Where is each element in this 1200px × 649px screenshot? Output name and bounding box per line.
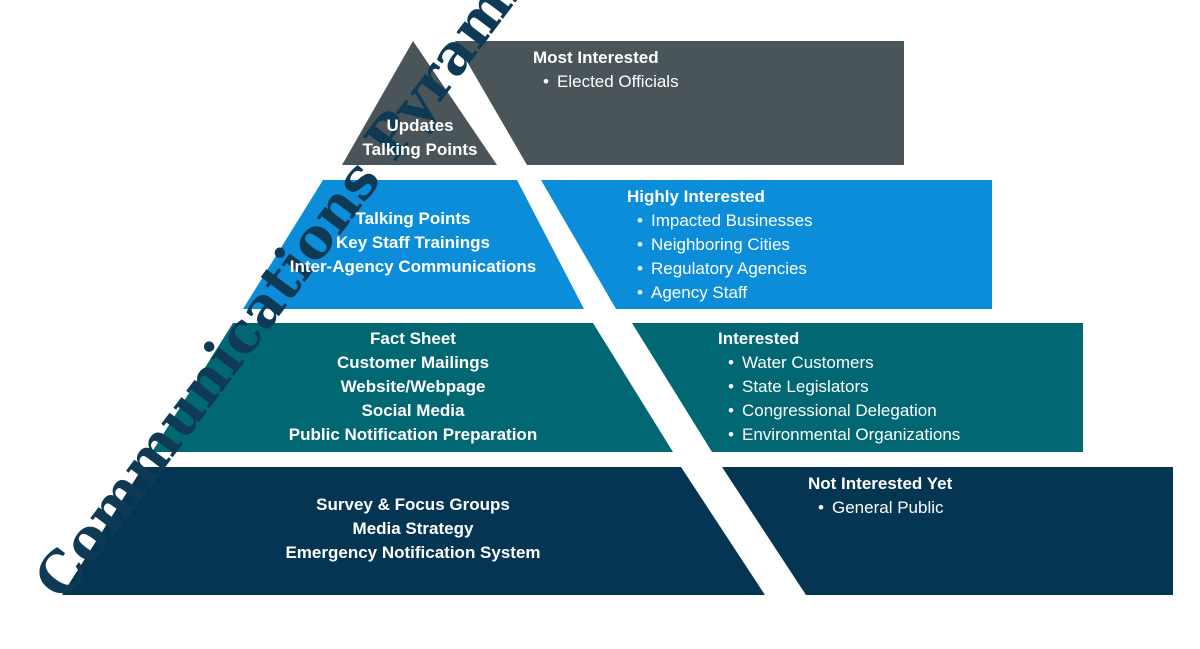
tier-1-tools: Updates Talking Points — [340, 114, 500, 162]
tier-1-audience: Most Interested Elected Officials — [533, 46, 679, 94]
tool-item: Media Strategy — [352, 519, 474, 538]
audience-title: Not Interested Yet — [808, 474, 953, 493]
tier-3-trapezoid — [152, 323, 673, 452]
audience-title: Most Interested — [533, 48, 659, 67]
tool-item: Survey & Focus Groups — [316, 495, 510, 514]
tool-item: Talking Points — [355, 209, 471, 228]
audience-item: Congressional Delegation — [718, 399, 960, 423]
audience-item: Environmental Organizations — [718, 423, 960, 447]
audience-item: Water Customers — [718, 351, 960, 375]
audience-item: Regulatory Agencies — [627, 257, 813, 281]
tool-item: Emergency Notification System — [285, 543, 541, 562]
audience-item: Neighboring Cities — [627, 233, 813, 257]
tool-item: Talking Points — [362, 140, 478, 159]
audience-title: Interested — [718, 329, 800, 348]
tier-4-trapezoid — [62, 467, 765, 595]
audience-item: Elected Officials — [533, 70, 679, 94]
tier-4-tools: Survey & Focus Groups Media Strategy Eme… — [263, 493, 563, 565]
tool-item: Customer Mailings — [336, 353, 490, 372]
tool-item: Fact Sheet — [370, 329, 456, 348]
tier-4-audience: Not Interested Yet General Public — [808, 472, 952, 520]
tier-1-triangle — [342, 41, 497, 165]
audience-item: General Public — [808, 496, 952, 520]
tool-item: Social Media — [361, 401, 465, 420]
audience-item: Impacted Businesses — [627, 209, 813, 233]
tool-item: Website/Webpage — [340, 377, 486, 396]
audience-item: Agency Staff — [627, 281, 813, 305]
tool-item: Key Staff Trainings — [336, 233, 490, 252]
tier-2-tools: Talking Points Key Staff Trainings Inter… — [263, 207, 563, 279]
tier-1-audience-panel — [455, 41, 904, 165]
tool-item: Public Notification Preparation — [288, 425, 538, 444]
tool-item: Updates — [386, 116, 454, 135]
tier-2-audience: Highly Interested Impacted Businesses Ne… — [627, 185, 813, 305]
tier-3-tools: Fact Sheet Customer Mailings Website/Web… — [263, 327, 563, 447]
tier-2-trapezoid — [243, 180, 584, 309]
audience-title: Highly Interested — [627, 187, 765, 206]
audience-item: State Legislators — [718, 375, 960, 399]
tool-item: Inter-Agency Communications — [289, 257, 537, 276]
tier-3-audience: Interested Water Customers State Legisla… — [718, 327, 960, 447]
